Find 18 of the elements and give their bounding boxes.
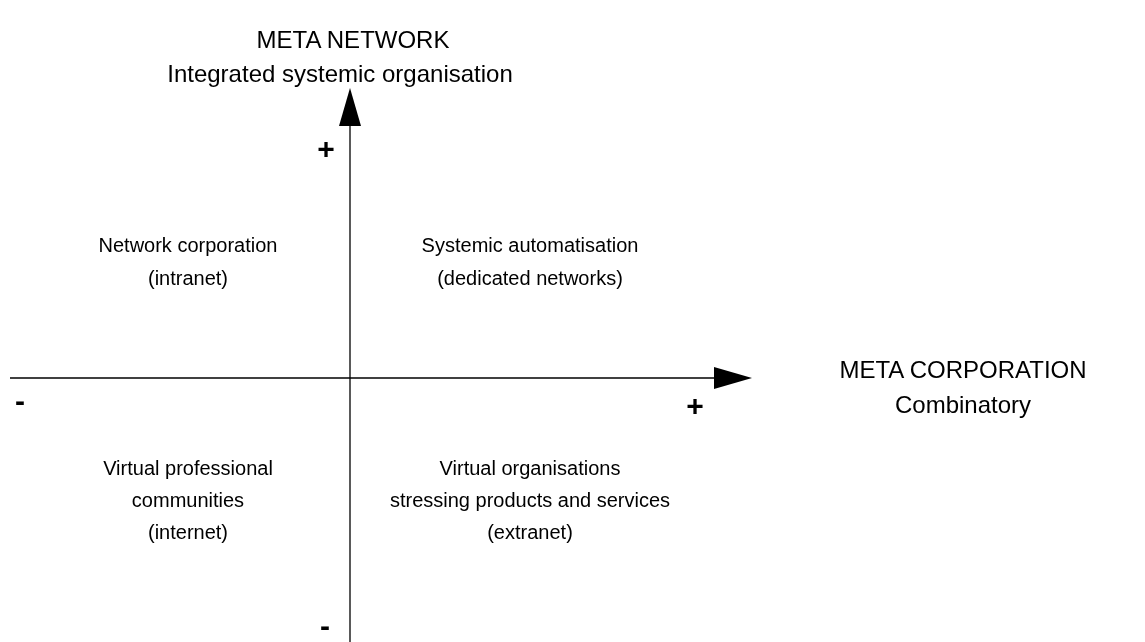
- quadrant-label: (intranet): [148, 267, 228, 289]
- axis-sign: +: [686, 388, 704, 422]
- quadrant-label: Systemic automatisation: [421, 234, 639, 256]
- axis-sign: -: [15, 383, 25, 417]
- quadrant-label: Virtual professional: [103, 457, 273, 479]
- axis-title: META CORPORATION: [839, 356, 1087, 384]
- quadrant-label: (dedicated networks): [437, 267, 623, 289]
- axis-sign: -: [320, 608, 330, 642]
- quadrant-label: communities: [131, 489, 245, 511]
- quadrant-label: stressing products and services: [389, 489, 671, 511]
- quadrant-label: (extranet): [487, 521, 573, 543]
- quadrant-label: Virtual organisations: [439, 457, 621, 479]
- quadrant-label: (internet): [148, 521, 228, 543]
- axis-sign: +: [317, 131, 335, 165]
- axis-title: Combinatory: [894, 391, 1032, 419]
- axis-title: META NETWORK: [256, 26, 450, 54]
- quadrant-label: Network corporation: [98, 234, 278, 256]
- axis-title: Integrated systemic organisation: [167, 60, 513, 88]
